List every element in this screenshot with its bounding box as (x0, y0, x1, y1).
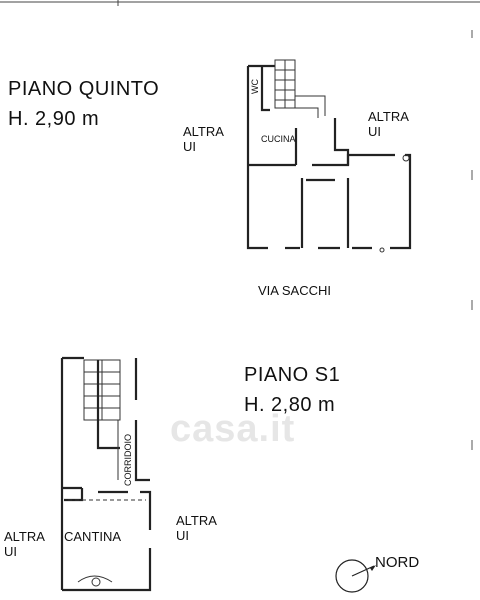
room-kitchen-label: CUCINA (261, 134, 296, 144)
room-cellar-label: CANTINA (64, 529, 122, 544)
street-name-label: VIA SACCHI (258, 283, 331, 298)
basement-other-unit-left: ALTRA UI (4, 529, 45, 559)
upper-other-unit-right: ALTRA UI (368, 109, 409, 139)
compass-label: NORD (375, 554, 420, 571)
basement-other-unit-right: ALTRA UI (176, 513, 217, 543)
basement-floor-plan (60, 356, 152, 592)
upper-floor-height: H. 2,90 m (8, 108, 100, 130)
upper-floor-title: PIANO QUINTO (8, 78, 160, 100)
upper-other-unit-left: ALTRA UI (183, 124, 224, 154)
room-corridor-label: CORRIDOIO (123, 433, 133, 486)
upper-floor-plan (246, 59, 412, 253)
basement-floor-height: H. 2,80 m (244, 394, 336, 416)
north-compass-icon (335, 559, 376, 593)
watermark: casa.it (170, 408, 296, 450)
room-wc-label: WC (250, 79, 260, 94)
basement-floor-title: PIANO S1 (244, 364, 341, 386)
